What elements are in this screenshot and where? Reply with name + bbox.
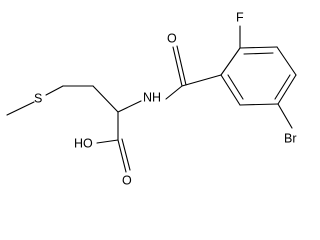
fluorine-atom-label: F: [236, 10, 244, 24]
bond-ch2-alpha: [92, 85, 119, 113]
bond-c-oh: [96, 139, 119, 144]
bond-layer: [6, 25, 297, 173]
atom-label-layer: S NH HO O O F Br: [34, 10, 297, 187]
bond-s-ch2: [45, 85, 64, 96]
bond-alpha-n: [117, 100, 142, 113]
bond-carbonyl-ring: [181, 74, 222, 87]
bond-ring-br: [277, 103, 293, 129]
ring-inner-double-1: [243, 52, 274, 55]
nh-atom-label: NH: [143, 90, 161, 104]
ring-inner-double-2: [274, 74, 291, 100]
bond-c-o-double-1: [117, 139, 127, 173]
amide-oxygen-label: O: [167, 31, 177, 45]
bond-amide-o-double-2: [176, 45, 187, 86]
ring-bond-4: [277, 74, 297, 105]
bond-n-carbonyl: [165, 85, 183, 100]
sulfur-atom-label: S: [34, 91, 42, 105]
ring-bond-2: [239, 46, 278, 49]
molecule-diagram: S NH HO O O F Br: [6, 10, 297, 187]
carboxyl-oxygen-label: O: [122, 173, 132, 187]
bromine-atom-label: Br: [284, 131, 297, 145]
bond-amide-o-double-1: [172, 46, 183, 87]
bond-c-o-double-2: [121, 138, 131, 171]
hydroxyl-atom-label: HO: [74, 136, 93, 150]
ring-bond-3: [276, 46, 297, 76]
ring-bond-5: [239, 103, 279, 106]
ring-bond-6: [220, 74, 241, 106]
ring-bond-1: [220, 47, 241, 76]
ring-inner-double-3: [227, 74, 244, 100]
bond-methyl-s: [6, 101, 35, 116]
